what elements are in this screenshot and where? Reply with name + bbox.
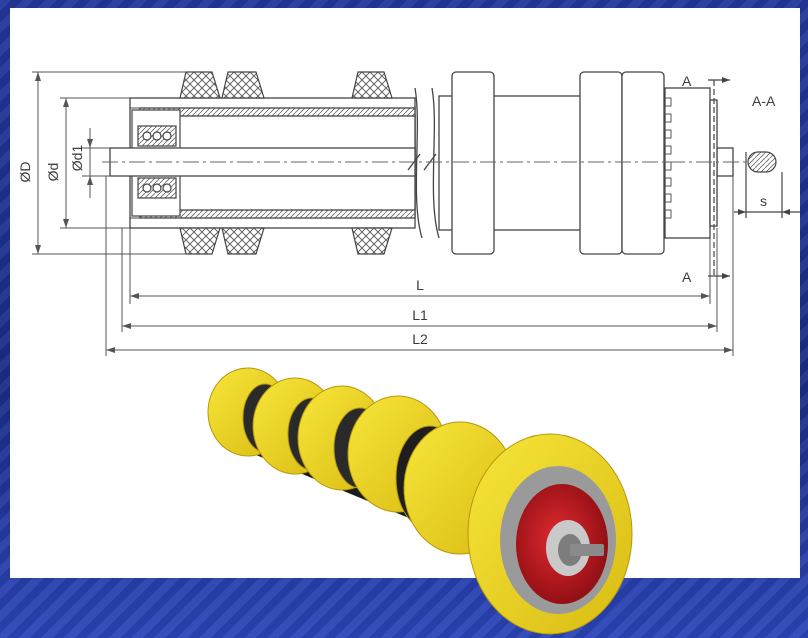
gear-teeth <box>664 97 672 219</box>
content-panel: ØD Ød Ød1 L L1 L2 <box>10 8 800 635</box>
outer-diameter-label: ØD <box>17 162 33 183</box>
section-mark-top: A <box>682 73 692 89</box>
diameter-arrows <box>35 72 93 254</box>
length-1-label: L1 <box>412 307 428 323</box>
length-2-label: L2 <box>412 331 428 347</box>
length-label: L <box>416 277 424 293</box>
hatched-rings-top <box>179 71 393 99</box>
shaft-diameter-label: Ød1 <box>69 145 85 172</box>
roller-exterior-view <box>438 71 718 255</box>
section-mark-bottom: A <box>682 269 692 285</box>
flat-width-arrows <box>738 209 790 215</box>
section-arrows <box>722 77 730 279</box>
roller-product-photo <box>207 367 633 635</box>
shaft-end <box>570 544 604 556</box>
flat-width-label: s <box>760 193 767 209</box>
diameter-label: Ød <box>45 163 61 182</box>
section-title: A-A <box>752 93 776 109</box>
length-dimensions <box>105 176 734 356</box>
front-wheel <box>467 433 633 635</box>
technical-drawing: ØD Ød Ød1 L L1 L2 <box>17 71 800 356</box>
length-arrows <box>106 293 733 353</box>
hatched-rings-bottom <box>179 227 393 255</box>
